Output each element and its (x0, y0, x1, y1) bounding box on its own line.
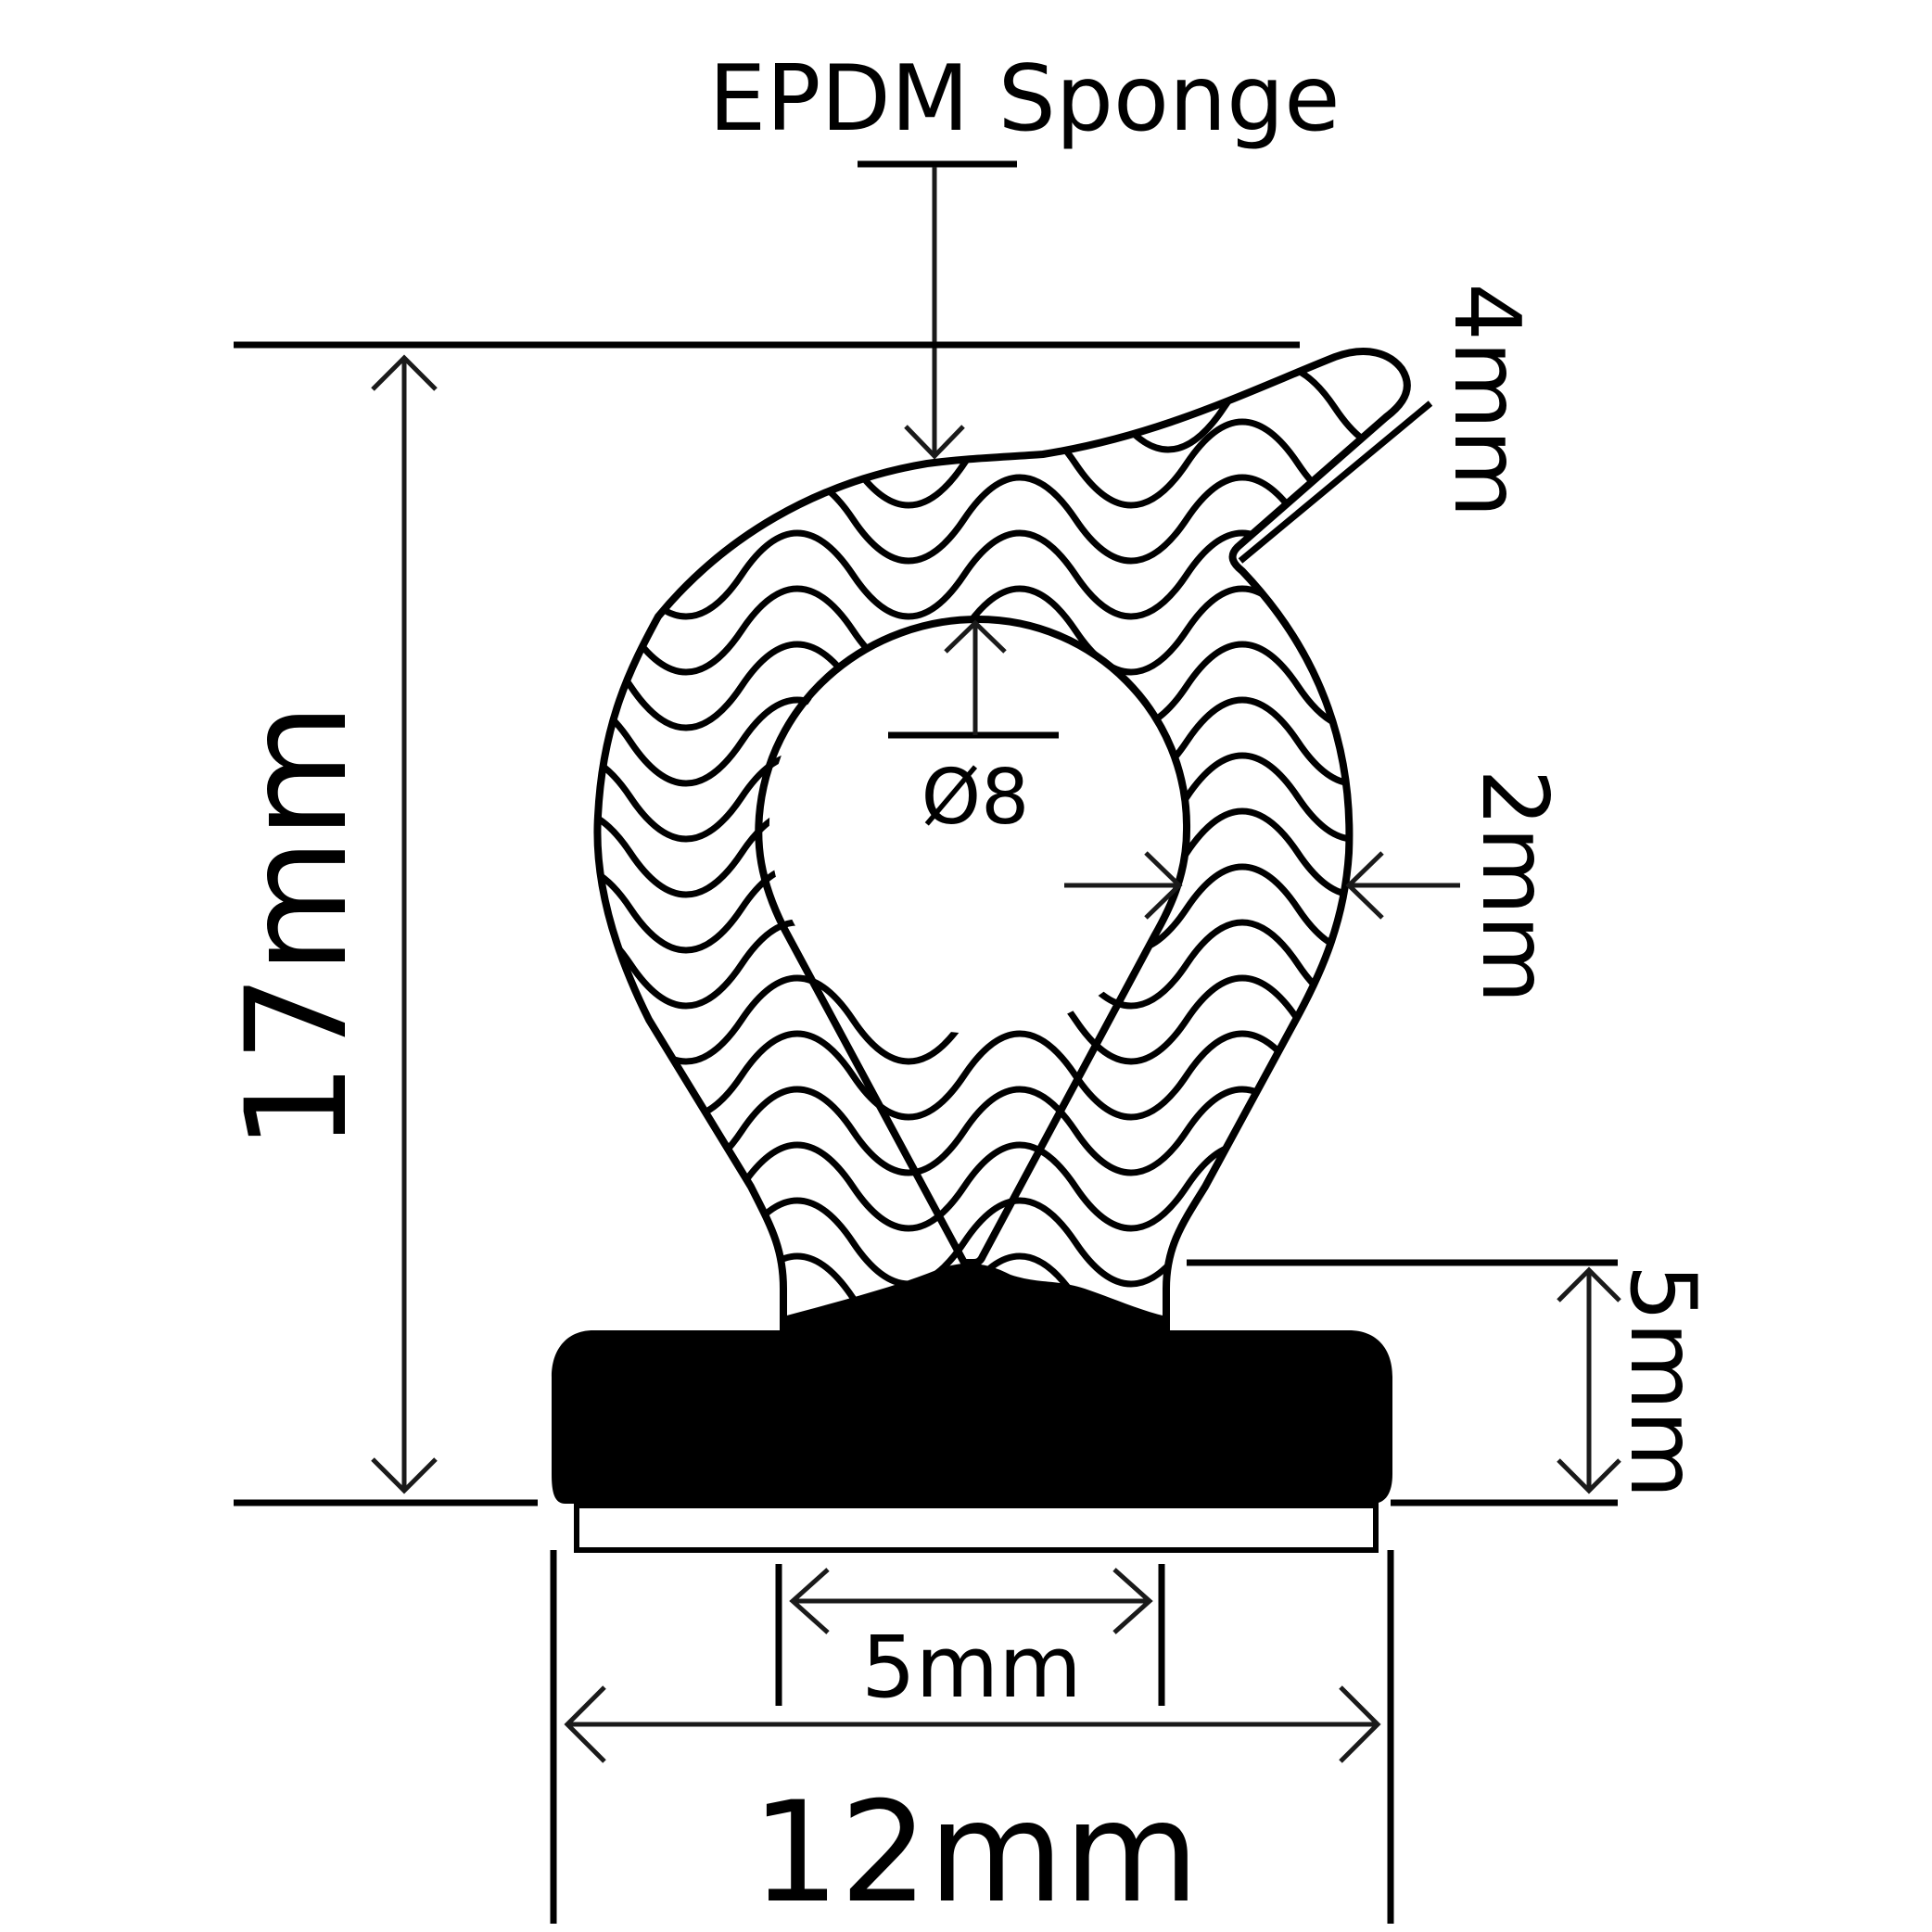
height-dimension-arrow (371, 354, 438, 1494)
profile-outline (593, 348, 1411, 1334)
overall-width-dimension (550, 1550, 1394, 1924)
wall-thickness-label: 2mm (1461, 769, 1567, 1003)
lip-thickness-label: 4mm (1433, 283, 1539, 517)
diameter-dimension (888, 619, 1059, 739)
channel-width-dimension (775, 1564, 1165, 1706)
adhesive-strip (574, 1503, 1379, 1553)
diameter-label: Ø8 (922, 754, 1030, 842)
base-height-dimension (1557, 1266, 1621, 1494)
wall-thickness-dimension (1064, 851, 1460, 920)
overall-width-label: 12mm (751, 1773, 1199, 1932)
height-dimension-label: 17mm (217, 703, 378, 1150)
channel-width-label: 5mm (861, 1618, 1082, 1717)
base-height-label: 5mm (1609, 1264, 1715, 1498)
material-label: EPDM Sponge (708, 46, 1340, 152)
base-carrier (552, 1263, 1392, 1504)
bulb-cavity (755, 616, 1191, 1266)
material-leader (858, 160, 1017, 460)
lip-thickness-leader (1238, 400, 1433, 564)
